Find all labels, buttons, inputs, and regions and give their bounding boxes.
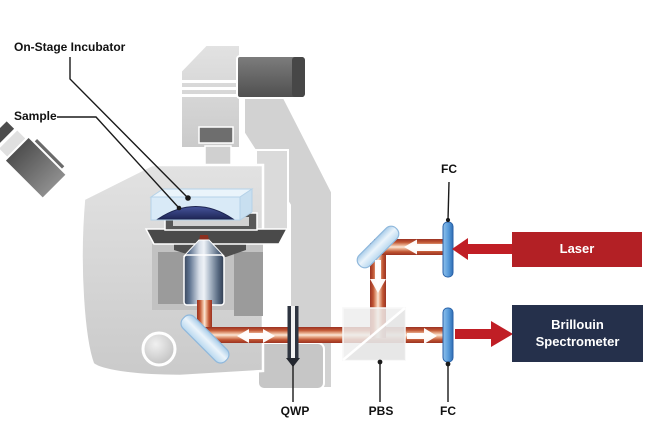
pbs-icon	[342, 307, 406, 361]
laser-box: Laser	[512, 232, 642, 267]
double-arrow-icon	[237, 329, 275, 343]
left-arrow-icon	[404, 239, 443, 255]
sample-label: Sample	[14, 109, 57, 123]
substage-left-block	[158, 252, 188, 304]
beam-direction-arrows	[237, 239, 443, 344]
pointer-dots	[176, 195, 451, 367]
sample-pointer	[57, 116, 180, 209]
laser-input-arrow	[452, 238, 513, 260]
incubator-label: On-Stage Incubator	[14, 40, 126, 54]
steering-mirror-icon	[356, 225, 400, 269]
spectrometer-box: Brillouin Spectrometer	[512, 305, 643, 362]
sample-dome-icon	[156, 206, 235, 220]
fc-top-label: FC	[441, 162, 457, 176]
incubator-icon	[149, 188, 254, 221]
microscope-icon	[0, 44, 333, 390]
incubator-pointer	[69, 57, 189, 199]
qwp-label: QWP	[280, 404, 310, 418]
fc-top-pointer	[447, 181, 450, 221]
fold-mirror-icon	[180, 314, 230, 364]
camera-endcap	[292, 57, 305, 97]
qwp-icon	[286, 306, 300, 367]
pbs-label: PBS	[368, 404, 394, 418]
pointer-lines	[57, 57, 450, 402]
objective-barrel	[183, 254, 225, 306]
fc-bottom-label: FC	[440, 404, 456, 418]
head-stripes	[181, 80, 240, 97]
spectrometer-box-label: Brillouin Spectrometer	[535, 317, 620, 349]
laser-box-label: Laser	[559, 241, 595, 257]
eyepiece-icon	[0, 119, 69, 201]
stage-lower-tier	[144, 228, 289, 245]
substage-right-block	[234, 252, 263, 316]
fiber-coupler-top-icon	[442, 221, 454, 278]
stage-inset	[173, 217, 249, 226]
head-mount	[198, 126, 234, 144]
focus-knob-icon	[141, 331, 177, 367]
down-arrow-icon	[370, 260, 386, 293]
right-arrow-icon	[407, 328, 437, 344]
spectrometer-output-arrow	[455, 321, 513, 347]
fiber-coupler-bottom-icon	[442, 307, 454, 363]
